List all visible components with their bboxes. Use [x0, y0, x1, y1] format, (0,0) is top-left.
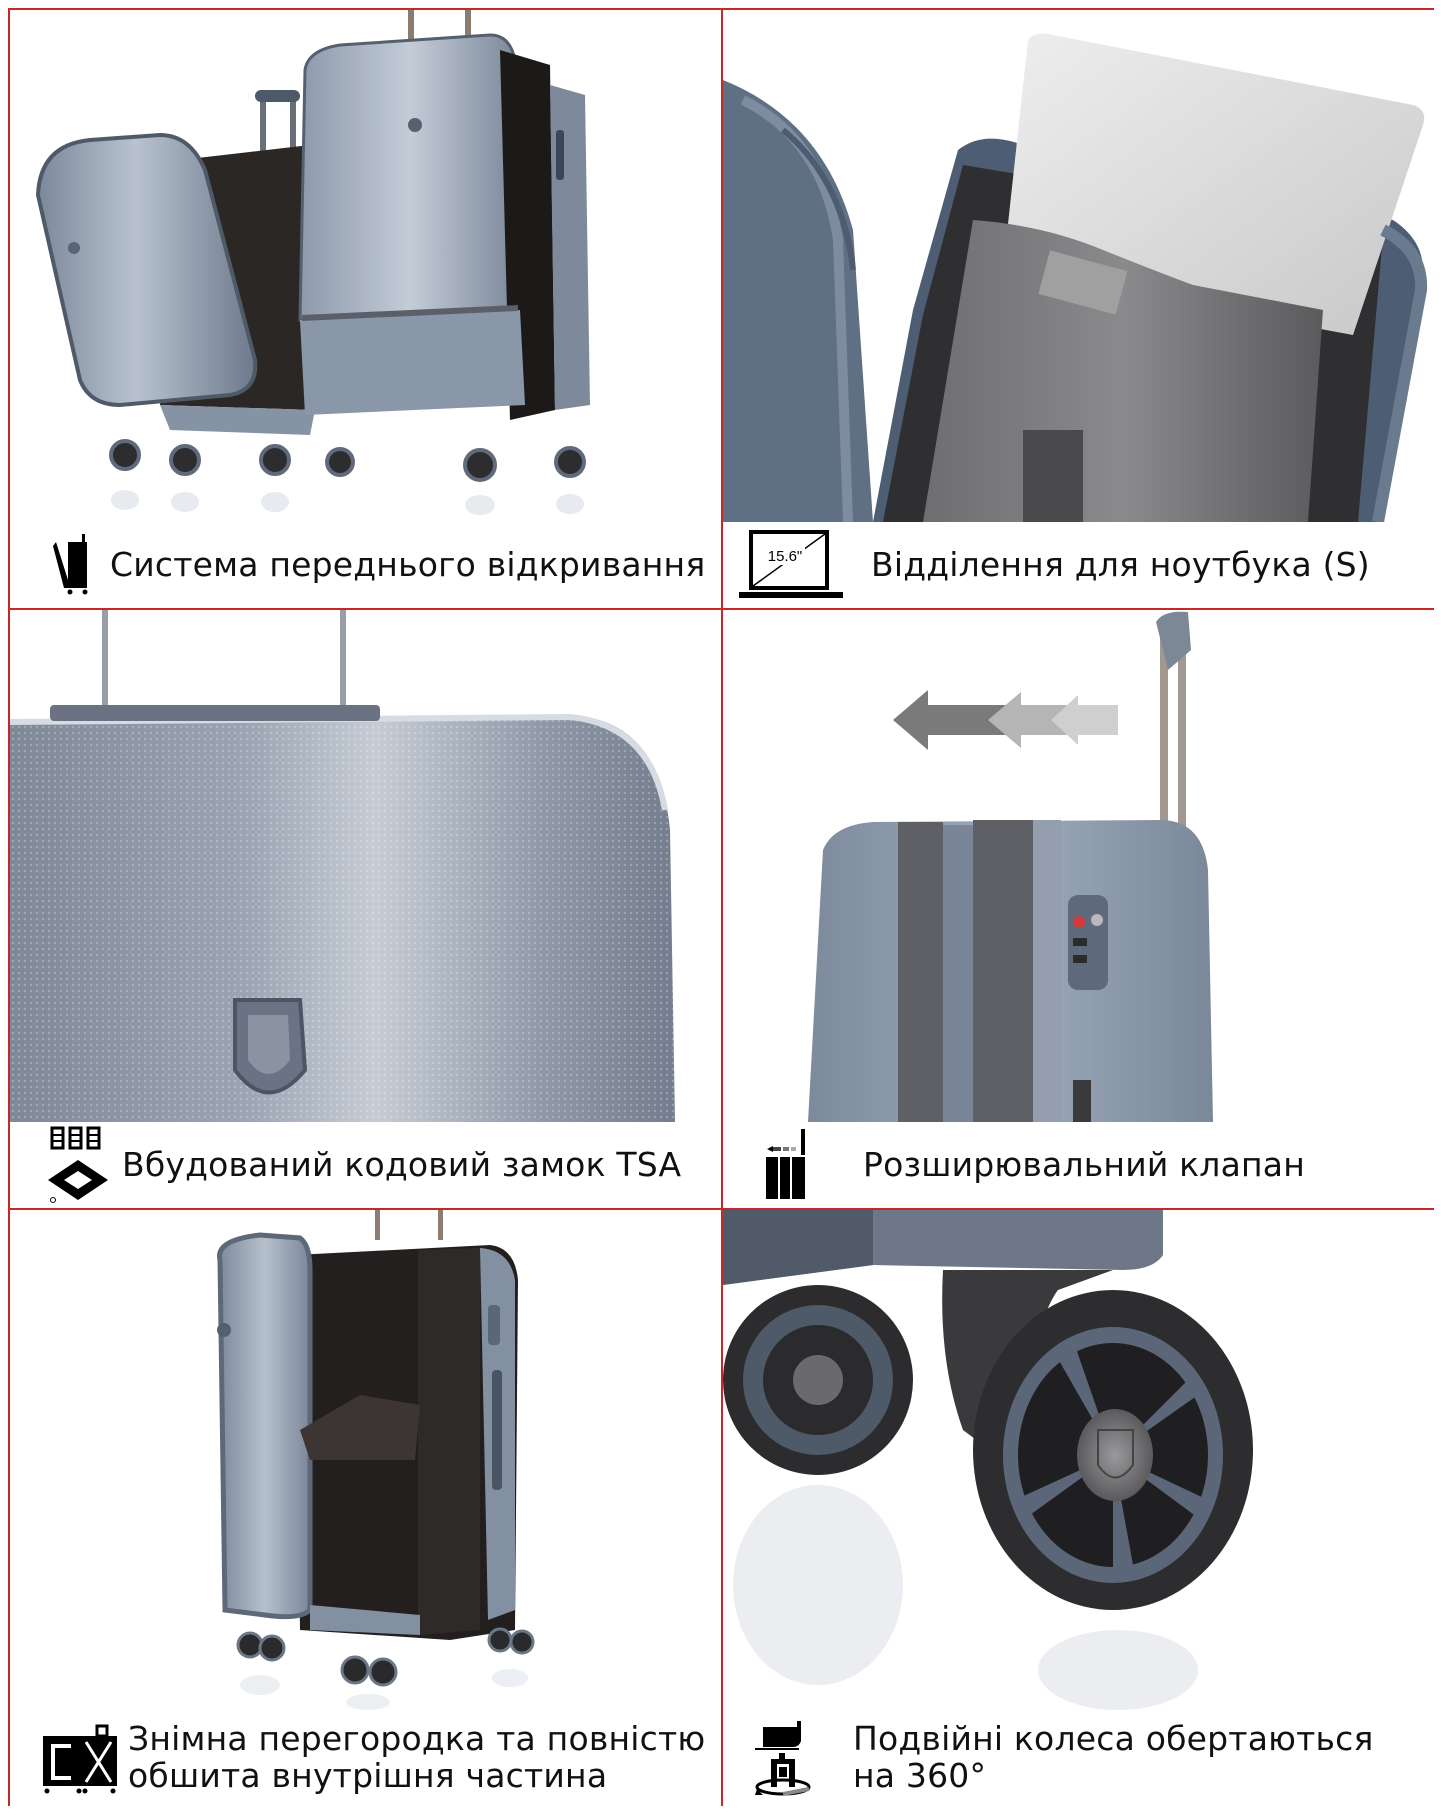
caption-tsa-lock: Вбудований кодовий замок TSA: [10, 1122, 721, 1208]
caption-spinner-wheels: Подвійні колеса обертаються на 360°: [723, 1710, 1434, 1806]
caption-line-2: на 360°: [853, 1756, 987, 1795]
spinner-wheel-360-icon: [753, 1719, 813, 1797]
grid-divider-vertical: [721, 10, 723, 1804]
photo-front-opening-suitcases: [10, 10, 721, 522]
caption-removable-divider: Знімна перегородка та повністю обшита вн…: [10, 1710, 721, 1806]
grid-divider-row-2: [10, 1208, 1432, 1210]
front-opening-suitcase-icon: [50, 534, 94, 596]
laptop-15-6-icon: 15.6": [739, 529, 843, 601]
photo-laptop-compartment: [723, 10, 1434, 522]
feature-tile-spinner-wheels: Подвійні колеса обертаються на 360°: [723, 1210, 1434, 1806]
caption-text: Вбудований кодовий замок TSA: [122, 1144, 682, 1184]
feature-tile-laptop-compartment: 15.6" Відділення для ноутбука (S): [723, 10, 1434, 608]
caption-laptop-compartment: 15.6" Відділення для ноутбука (S): [723, 522, 1434, 608]
photo-spinner-wheel-closeup: [723, 1210, 1434, 1710]
feature-tile-tsa-lock: Вбудований кодовий замок TSA: [10, 610, 721, 1208]
svg-text:15.6": 15.6": [768, 548, 803, 565]
feature-grid: Система переднього відкривання: [8, 8, 1434, 1806]
expandable-suitcase-icon: [763, 1129, 811, 1201]
photo-tsa-shell-closeup: [10, 610, 721, 1122]
caption-text: Розширювальний клапан: [863, 1144, 1305, 1184]
expand-arrow-dark: [893, 690, 1023, 750]
photo-open-carry-on-interior: [10, 1210, 721, 1710]
caption-line-1: Знімна перегородка та повністю: [128, 1719, 706, 1759]
removable-divider-icon: [40, 1722, 120, 1794]
caption-front-opening: Система переднього відкривання: [10, 522, 721, 608]
caption-text: Знімна перегородка та повністю обшита вн…: [128, 1719, 706, 1795]
caption-text: Відділення для ноутбука (S): [871, 544, 1370, 584]
feature-tile-removable-divider: Знімна перегородка та повністю обшита вн…: [10, 1210, 721, 1806]
feature-tile-front-opening: Система переднього відкривання: [10, 10, 721, 608]
feature-tile-expandable: Розширювальний клапан: [723, 610, 1434, 1208]
caption-expandable: Розширювальний клапан: [723, 1122, 1434, 1208]
caption-line-1: Подвійні колеса обертаються: [853, 1719, 1374, 1759]
caption-text: Система переднього відкривання: [110, 544, 706, 584]
caption-line-2: обшита внутрішня частина: [128, 1756, 608, 1795]
grid-divider-row-1: [10, 608, 1432, 610]
caption-text: Подвійні колеса обертаються на 360°: [853, 1719, 1374, 1795]
photo-expandable-suitcase: [723, 610, 1434, 1122]
tsa-lock-icon: [46, 1126, 110, 1204]
